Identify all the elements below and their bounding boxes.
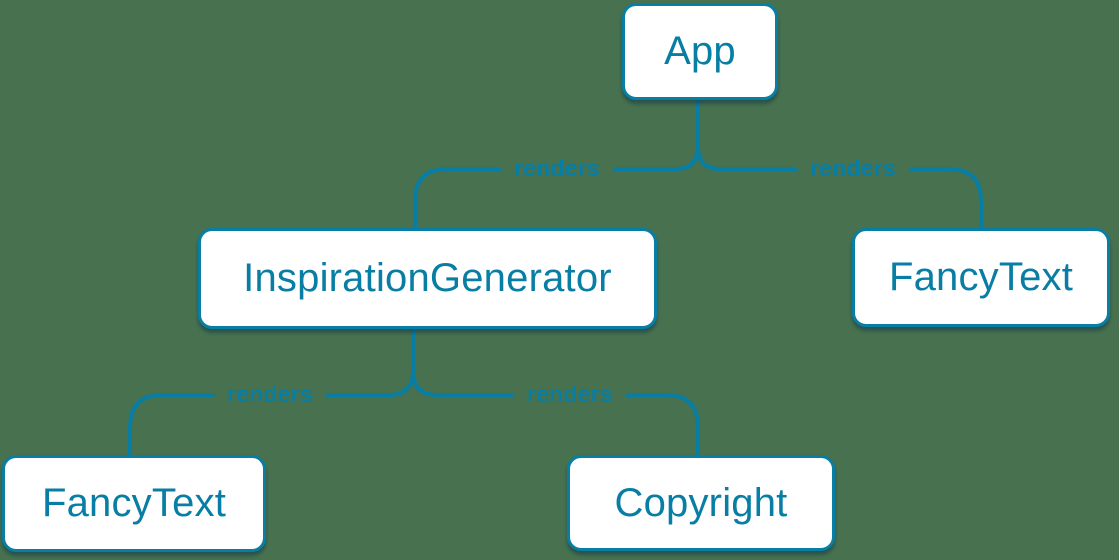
- node-fancy-text-bottom: FancyText: [2, 455, 266, 552]
- node-inspiration-generator: InspirationGenerator: [198, 228, 657, 329]
- node-app: App: [622, 3, 778, 100]
- node-fancy-text-top: FancyText: [852, 228, 1110, 327]
- node-fancy-text-bottom-label: FancyText: [41, 481, 227, 525]
- node-fancy-text-top-label: FancyText: [888, 255, 1074, 299]
- edge-label-app-inspirationgenerator: renders: [501, 154, 613, 184]
- edge-label-app-fancytext: renders: [797, 154, 909, 184]
- node-app-label: App: [664, 29, 736, 73]
- node-copyright-label: Copyright: [614, 480, 788, 525]
- node-inspiration-generator-label: InspirationGenerator: [243, 256, 612, 300]
- edge-label-inspirationgenerator-copyright: renders: [514, 380, 626, 410]
- edge-label-inspirationgenerator-fancytext: renders: [214, 380, 326, 410]
- node-copyright: Copyright: [567, 455, 835, 551]
